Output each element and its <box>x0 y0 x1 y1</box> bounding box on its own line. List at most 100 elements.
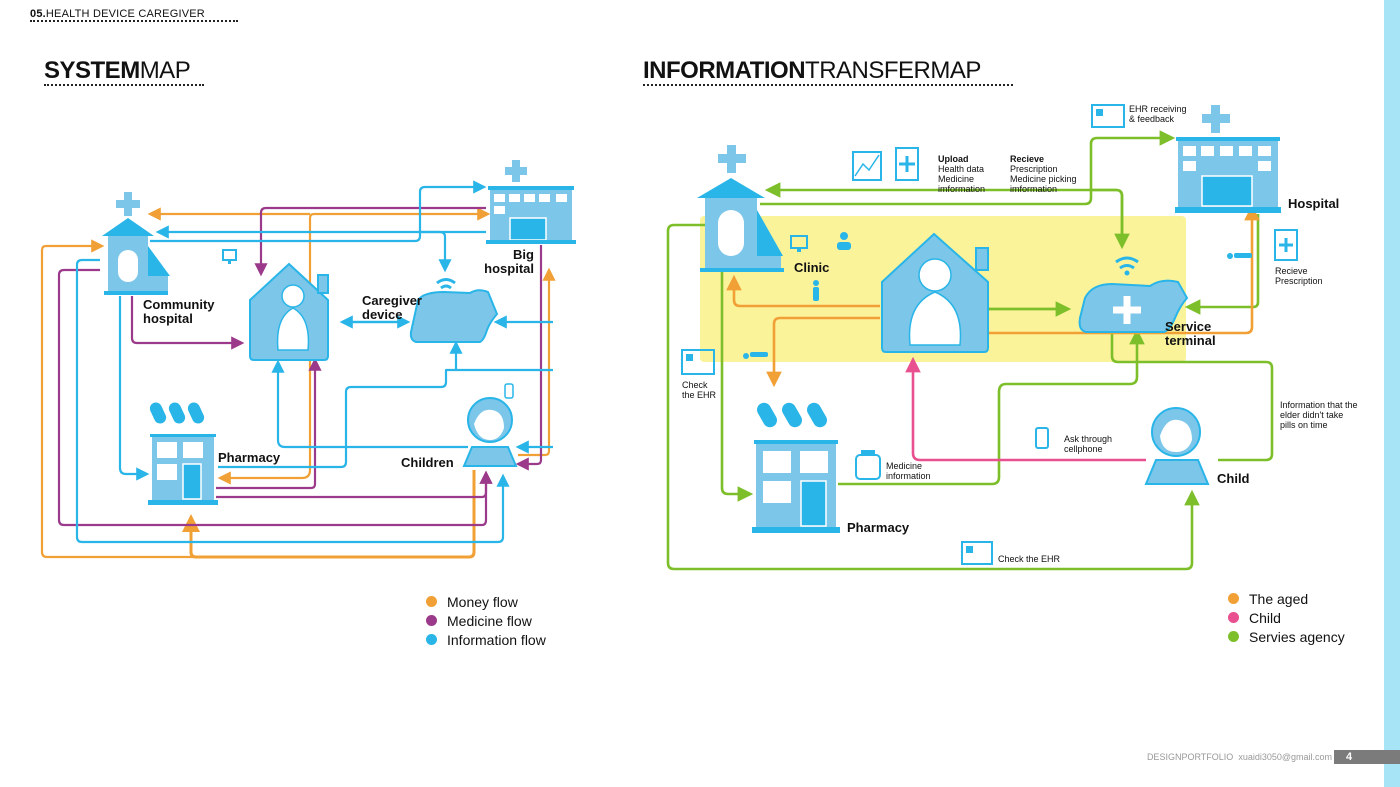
medicine-flow-line <box>515 245 543 471</box>
note-ask-cellphone: Ask through cellphone <box>1064 434 1113 454</box>
note-check-ehr-left: Check the EHR <box>682 380 717 400</box>
money-flow-line <box>518 267 556 457</box>
hospital-icon <box>1175 105 1281 213</box>
legend-item-money: Money flow <box>426 592 546 611</box>
agency-flow-line <box>720 270 754 502</box>
big-hospital-icon <box>486 160 576 244</box>
label-service-terminal: Service terminal <box>1165 319 1216 348</box>
note-upload-title: Upload <box>938 154 969 164</box>
agency-flow-line <box>1110 333 1274 462</box>
information-flow-line <box>75 258 510 544</box>
label-children: Children <box>401 455 454 470</box>
legend-label: Money flow <box>447 593 518 610</box>
patient-lying-icon <box>1227 253 1252 259</box>
chart-icon <box>852 151 882 181</box>
legend-dot <box>426 615 437 626</box>
title-light: TRANSFERMAP <box>805 57 981 84</box>
monitor-wifi-icon <box>222 249 237 264</box>
medicine-flow-line <box>130 296 245 350</box>
community-hospital-icon <box>102 192 170 295</box>
label-pharmacy: Pharmacy <box>218 450 281 465</box>
pharmacy-icon <box>148 434 218 505</box>
agency-flow-line <box>666 223 1200 571</box>
note-receive-prescription: Recieve Prescription <box>1275 266 1323 286</box>
label-caregiver-device: Caregiver device <box>362 293 422 322</box>
note-receive-title: Recieve <box>1010 154 1045 164</box>
elder-home-icon <box>249 262 329 361</box>
agency-flow-line <box>1091 188 1130 250</box>
footer-portfolio: DESIGNPORTFOLIO <box>1146 752 1234 762</box>
ehr-card-icon <box>961 541 993 565</box>
title-bold: INFORMATION <box>643 57 806 84</box>
medicine-flow-line <box>57 268 493 527</box>
info-map-legend: The aged Child Servies agency <box>1228 589 1345 646</box>
footer-email: xuaidi3050@gmail.com <box>1238 752 1332 762</box>
legend-label: The aged <box>1249 590 1309 607</box>
doctor-icon <box>837 232 851 250</box>
pills-icon <box>757 402 827 428</box>
ehr-card-icon <box>1091 104 1125 128</box>
money-flow-line <box>217 340 312 485</box>
note-receive-items: Prescription Medicine picking imformatio… <box>1010 164 1077 194</box>
legend-item-medicine: Medicine flow <box>426 611 546 630</box>
service-terminal-icon <box>1078 256 1189 333</box>
clipboard-icon <box>895 147 919 181</box>
page-number: 4 <box>1334 750 1400 764</box>
money-flow-line <box>40 239 476 559</box>
system-map-diagram <box>40 160 576 559</box>
system-map-title: SYSTEMMAP <box>44 58 204 86</box>
note-elder-info: Information that the elder didn't take p… <box>1280 400 1358 430</box>
section-title: HEALTH DEVICE CAREGIVER <box>45 8 205 20</box>
children-icon <box>462 383 518 467</box>
title-bold: SYSTEM <box>44 57 140 84</box>
footer-credit: DESIGNPORTFOLIO xuaidi3050@gmail.com <box>1147 752 1332 762</box>
information-flow-line <box>420 230 452 273</box>
clinic-icon <box>697 145 784 272</box>
information-flow-line <box>150 180 487 243</box>
medicine-flow-line <box>254 206 486 277</box>
monitor-wifi-icon <box>790 235 808 252</box>
child-icon <box>1144 407 1210 485</box>
section-number: 05. <box>30 8 46 20</box>
caregiver-device-icon <box>409 278 499 343</box>
clipboard-icon <box>1274 229 1298 261</box>
agency-flow-line <box>760 130 1176 206</box>
info-map-title: INFORMATIONTRANSFERMAP <box>643 58 1013 86</box>
legend-dot <box>1228 631 1239 642</box>
elderly-walking-icon <box>813 280 819 301</box>
child-flow-line <box>905 356 1146 462</box>
note-upload-items: Health data Medicine imformation <box>938 164 986 194</box>
information-flow-line <box>218 368 553 469</box>
legend-dot <box>426 596 437 607</box>
information-flow-line <box>271 359 468 449</box>
section-header: 05.HEALTH DEVICE CAREGIVER <box>30 8 238 22</box>
elder-home-icon <box>881 232 989 353</box>
ehr-card-icon <box>681 349 715 375</box>
legend-dot <box>426 634 437 645</box>
agency-flow-line <box>838 328 1145 486</box>
pharmacy-icon <box>752 440 840 533</box>
legend-item-aged: The aged <box>1228 589 1345 608</box>
legend-item-agency: Servies agency <box>1228 627 1345 646</box>
legend-label: Servies agency <box>1249 628 1345 645</box>
legend-item-information: Information flow <box>426 630 546 649</box>
aged-flow-line <box>726 274 880 308</box>
label-big-hospital: Big hospital <box>484 247 534 276</box>
legend-label: Child <box>1249 609 1281 626</box>
label-clinic: Clinic <box>794 260 830 275</box>
agency-flow-line <box>1184 214 1260 315</box>
medicine-bottle-icon <box>855 450 881 480</box>
aged-flow-line <box>944 204 1260 335</box>
label-hospital: Hospital <box>1288 196 1340 211</box>
legend-dot <box>1228 593 1239 604</box>
note-ehr-receiving: EHR receiving & feedback <box>1129 104 1187 124</box>
label-pharmacy: Pharmacy <box>847 520 910 535</box>
medicine-flow-line <box>216 357 322 490</box>
legend-label: Medicine flow <box>447 612 532 629</box>
legend-label: Information flow <box>447 631 546 648</box>
money-flow-line <box>308 207 491 290</box>
side-accent-bar <box>1384 0 1400 787</box>
